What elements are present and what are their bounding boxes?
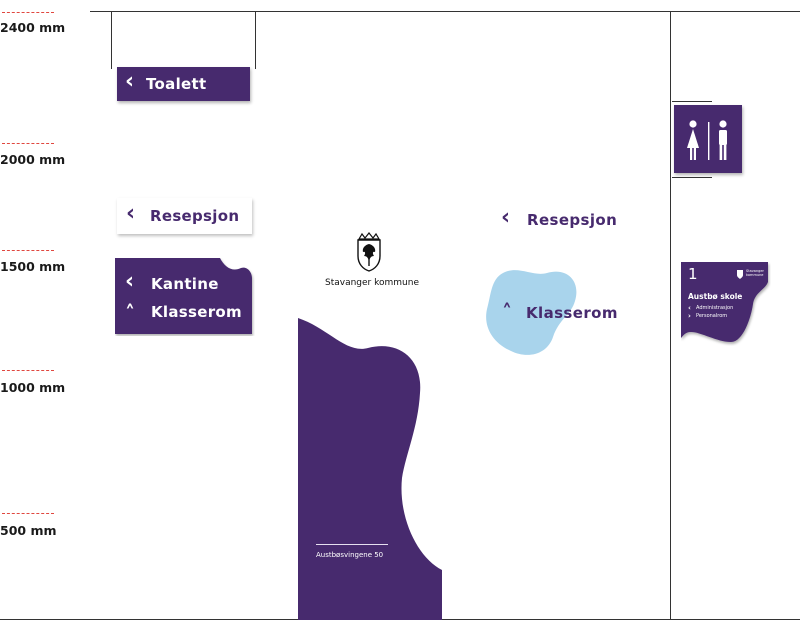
projecting-sign-bracket [672,101,712,102]
totem-divider [316,544,388,545]
school-plate-item-admin: Administrasjon [696,305,734,311]
school-plate-item-staff: Personalrom [696,313,728,319]
height-label-1000: 1000 mm [0,380,66,395]
reception-wall-sign: ‹ Resepsjon [117,198,252,234]
chevron-left-icon: ‹ [126,201,136,226]
height-label-1500: 1500 mm [0,259,66,274]
coat-of-arms-icon [737,270,743,279]
wall-corner-line [670,11,671,619]
totem-body [298,318,442,620]
school-plate-number: 1 [688,265,698,283]
blue-blob [486,270,577,355]
toilet-hanging-sign: ‹ Toalett [117,67,353,101]
chevron-right-icon: › [688,312,691,320]
totem-logo-text: Stavanger kommune [325,278,419,288]
chevron-left-icon: ‹ [125,269,135,294]
chevron-left-icon: ‹ [688,304,691,312]
hanger-wire [111,11,112,69]
chevron-left-icon: ‹ [125,69,135,94]
height-label-2000: 2000 mm [0,152,66,167]
school-plate-shape [681,262,768,342]
guide-dash [2,250,54,251]
guide-dash [2,370,54,371]
school-plate-logo-text: Stavanger kommune [746,269,764,277]
wall-classroom-label: Klasserom [526,304,618,322]
directory-sign-shape [115,258,252,334]
wall-reception-label: Resepsjon [527,211,618,229]
reception-sign-label: Resepsjon [150,207,240,225]
directory-row-kantine: Kantine [151,275,219,293]
coat-of-arms-icon [357,232,381,272]
school-plate-name: Austbø skole [688,292,743,301]
guide-dash [2,12,54,13]
hanger-wire [255,11,256,69]
school-plate: 1 Stavanger kommune Austbø skole ‹ Admin… [681,262,768,342]
guide-dash [2,143,54,144]
toilet-projecting-sign [674,105,742,173]
toilet-icon [331,73,353,95]
wall-classroom-arrow-icon: ˄ [502,300,513,324]
guide-dash [2,513,54,514]
projecting-sign-bracket [672,177,712,178]
directory-wall-sign: ‹ Kantine ˄ Klasserom [115,258,252,334]
ceiling-line [90,11,800,12]
height-label-2400: 2400 mm [0,20,66,35]
totem-address: Austbøsvingene 50 [316,551,384,559]
toilet-sign-label: Toalett [146,75,207,93]
chevron-up-icon: ˄ [125,301,135,325]
height-label-500: 500 mm [0,523,57,538]
totem: Stavanger kommune Austbøsvingene 50 [298,232,443,620]
wall-reception-arrow-icon: ‹ [501,205,511,230]
toilet-icon [687,120,727,160]
directory-row-klasserom: Klasserom [151,303,242,321]
